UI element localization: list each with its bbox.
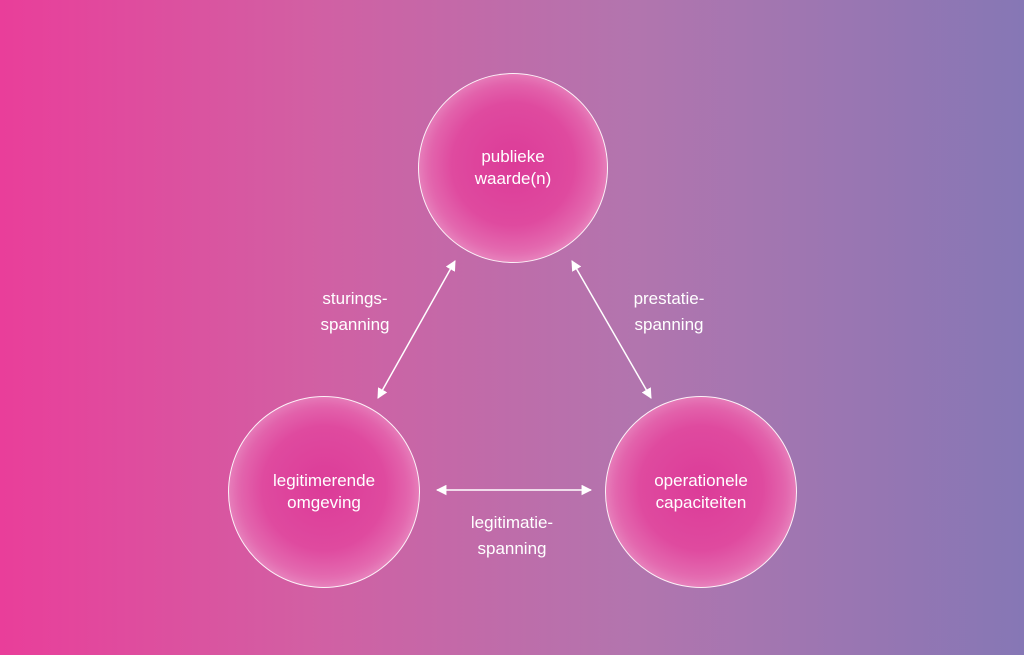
node-legitimerende-omgeving: legitimerende omgeving <box>228 396 420 588</box>
edge-label-prestatiespanning: prestatie- spanning <box>633 289 705 334</box>
edge-label-legitimatiespanning: legitimatie- spanning <box>470 513 554 558</box>
node-publieke-waarden: publieke waarde(n) <box>418 73 608 263</box>
edge-label-sturingsspanning: sturings- spanning <box>320 289 390 334</box>
sturings-arrow <box>377 260 456 399</box>
prestatie-arrow <box>571 260 652 399</box>
node-operationele-capaciteiten: operationele capaciteiten <box>605 396 797 588</box>
